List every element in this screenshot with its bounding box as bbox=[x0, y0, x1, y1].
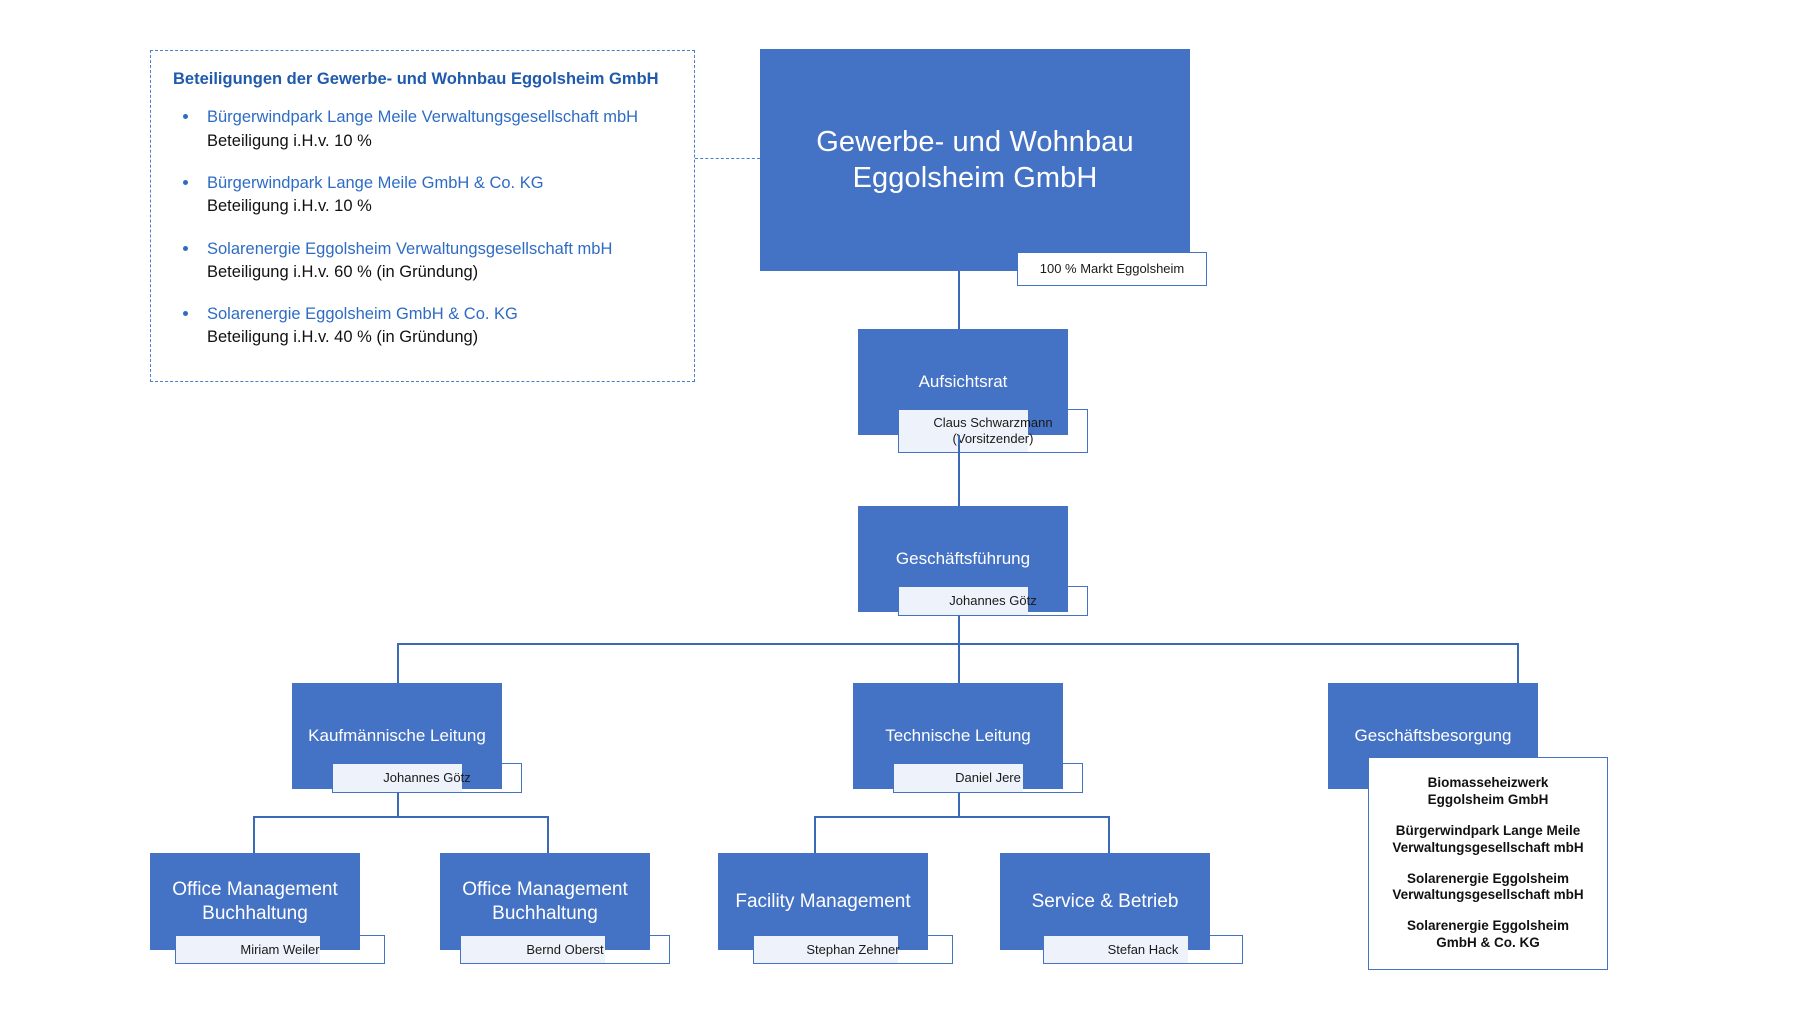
connector-bus-kaufmaennische-teams bbox=[253, 816, 549, 818]
legend-item-name: Solarenergie Eggolsheim GmbH & Co. KG bbox=[207, 305, 518, 324]
org-box-team-4-title: Service & Betrieb bbox=[1031, 890, 1179, 912]
connector-bus-technische-teams bbox=[814, 816, 1110, 818]
person-plate-team-3: Stephan Zehner bbox=[753, 935, 953, 964]
legend-item-name: Bürgerwindpark Lange Meile Verwaltungsge… bbox=[207, 108, 639, 127]
connector-drop-team-4 bbox=[1108, 816, 1110, 853]
connector-drop-geschaeftsbesorgung bbox=[1517, 643, 1519, 683]
managed-companies-panel: Biomasseheizwerk Eggolsheim GmbH Bürgerw… bbox=[1368, 757, 1608, 970]
bullet-icon bbox=[183, 179, 188, 185]
legend-item-share: Beteiligung i.H.v. 40 % (in Gründung) bbox=[207, 328, 479, 347]
bullet-icon bbox=[183, 311, 188, 317]
connector-root-to-aufsichtsrat bbox=[958, 271, 960, 329]
connector-drop-technische bbox=[958, 643, 960, 683]
org-box-root[interactable]: Gewerbe- und Wohnbau Eggolsheim GmbH bbox=[760, 49, 1190, 271]
connector-drop-team-2 bbox=[547, 816, 549, 853]
bullet-icon bbox=[183, 245, 188, 251]
managed-company-item: Biomasseheizwerk Eggolsheim GmbH bbox=[1427, 775, 1549, 807]
person-plate-technische-text: Daniel Jere bbox=[955, 770, 1021, 786]
bullet-icon bbox=[183, 114, 188, 120]
connector-kaufmaennische-down bbox=[397, 793, 399, 817]
person-plate-team-1-text: Miriam Weiler bbox=[240, 941, 320, 957]
legend-title: Beteiligungen der Gewerbe- und Wohnbau E… bbox=[173, 70, 659, 88]
legend-item-name: Solarenergie Eggolsheim Verwaltungsgesel… bbox=[207, 239, 613, 258]
person-plate-kaufmaennische-text: Johannes Götz bbox=[383, 770, 471, 786]
person-plate-team-3-text: Stephan Zehner bbox=[806, 941, 900, 957]
org-box-aufsichtsrat-title: Aufsichtsrat bbox=[918, 372, 1008, 392]
person-plate-team-4-text: Stefan Hack bbox=[1107, 941, 1179, 957]
person-plate-team-2: Bernd Oberst bbox=[460, 935, 670, 964]
legend-item: Bürgerwindpark Lange Meile Verwaltungsge… bbox=[171, 106, 674, 152]
org-box-technische-leitung-title: Technische Leitung bbox=[885, 726, 1031, 746]
legend-list: Bürgerwindpark Lange Meile Verwaltungsge… bbox=[171, 106, 674, 348]
connector-drop-team-3 bbox=[814, 816, 816, 853]
connector-drop-kaufmaennische bbox=[397, 643, 399, 683]
managed-company-item: Bürgerwindpark Lange Meile Verwaltungsge… bbox=[1392, 822, 1584, 855]
person-plate-geschaeftsfuehrung: Johannes Götz bbox=[898, 586, 1088, 616]
legend-item-share: Beteiligung i.H.v. 10 % bbox=[207, 197, 372, 216]
person-plate-team-4: Stefan Hack bbox=[1043, 935, 1243, 964]
org-box-team-3-title: Facility Management bbox=[735, 890, 911, 912]
legend-shareholdings-box: Beteiligungen der Gewerbe- und Wohnbau E… bbox=[150, 50, 695, 382]
org-box-geschaeftsbesorgung-title: Geschäftsbesorgung bbox=[1354, 726, 1512, 746]
legend-item-name: Bürgerwindpark Lange Meile GmbH & Co. KG bbox=[207, 173, 544, 192]
person-plate-aufsichtsrat: Claus Schwarzmann(Vorsitzender) bbox=[898, 409, 1088, 453]
person-plate-technische-leitung: Daniel Jere bbox=[893, 763, 1083, 793]
legend-item: Bürgerwindpark Lange Meile GmbH & Co. KG… bbox=[171, 172, 674, 218]
managed-company-item: Solarenergie Eggolsheim GmbH & Co. KG bbox=[1406, 918, 1570, 951]
person-plate-team-2-text: Bernd Oberst bbox=[526, 941, 604, 957]
ownership-label-markt-eggolsheim: 100 % Markt Eggolsheim bbox=[1017, 252, 1207, 286]
legend-item-share: Beteiligung i.H.v. 60 % (in Gründung) bbox=[207, 262, 479, 281]
legend-item: Solarenergie Eggolsheim GmbH & Co. KG Be… bbox=[171, 303, 674, 349]
connector-aufsichtsrat-to-geschaeftsfuehrung bbox=[958, 435, 960, 506]
org-box-geschaeftsfuehrung-title: Geschäftsführung bbox=[895, 549, 1031, 569]
person-plate-aufsichtsrat-text: Claus Schwarzmann(Vorsitzender) bbox=[933, 415, 1053, 446]
connector-technische-down bbox=[958, 793, 960, 817]
connector-geschaeftsfuehrung-down bbox=[958, 616, 960, 644]
legend-item: Solarenergie Eggolsheim Verwaltungsgesel… bbox=[171, 238, 674, 284]
org-box-kaufmaennische-leitung-title: Kaufmännische Leitung bbox=[308, 726, 486, 746]
legend-item-share: Beteiligung i.H.v. 10 % bbox=[207, 131, 372, 150]
person-plate-kaufmaennische-leitung: Johannes Götz bbox=[332, 763, 522, 793]
org-box-team-facility-management[interactable]: Facility Management bbox=[718, 853, 928, 950]
org-box-team-service-betrieb[interactable]: Service & Betrieb bbox=[1000, 853, 1210, 950]
person-plate-team-1: Miriam Weiler bbox=[175, 935, 385, 964]
legend-connector-dashed bbox=[695, 158, 760, 159]
connector-drop-team-1 bbox=[253, 816, 255, 853]
person-plate-geschaeftsfuehrung-text: Johannes Götz bbox=[949, 593, 1037, 609]
org-box-root-title: Gewerbe- und Wohnbau Eggolsheim GmbH bbox=[816, 125, 1134, 194]
managed-company-item: Solarenergie Eggolsheim Verwaltungsgesel… bbox=[1392, 870, 1584, 903]
ownership-label-text: 100 % Markt Eggolsheim bbox=[1039, 261, 1185, 277]
